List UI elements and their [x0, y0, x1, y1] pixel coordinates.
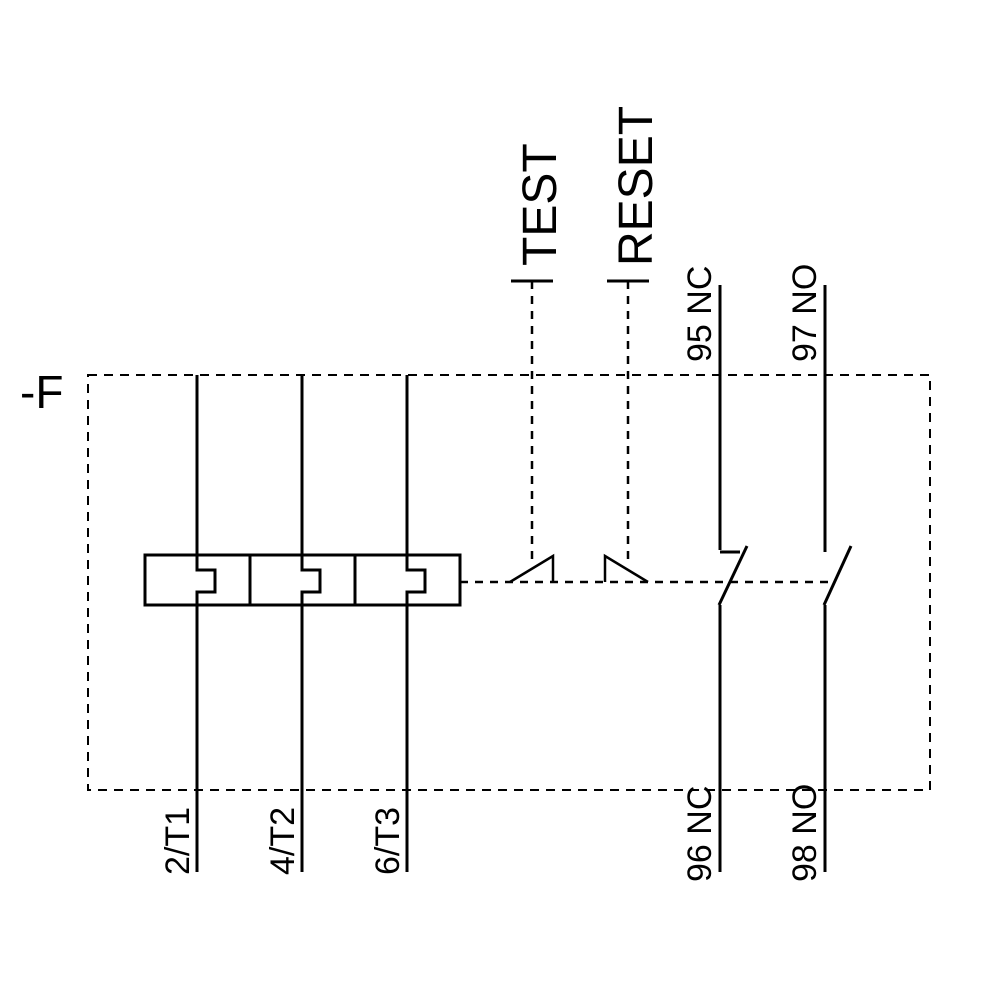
reset-actuator-icon — [603, 553, 649, 584]
aux-contact-nc: 95 NC 96 NC — [681, 266, 749, 882]
reset-label: RESET — [610, 106, 663, 266]
device-boundary — [87, 374, 931, 791]
test-button: TEST — [509, 143, 567, 584]
pole-T1-conductor — [195, 375, 217, 872]
reset-button: RESET — [603, 106, 663, 584]
terminal-97NO-label: 97 NO — [786, 264, 824, 362]
terminal-6T3-label: 6/T3 — [369, 807, 407, 875]
terminal-95NC-label: 95 NC — [681, 266, 719, 362]
pole-T3-conductor — [405, 375, 427, 872]
pole-T2-conductor — [300, 375, 322, 872]
pole-T2: 4/T2 — [264, 375, 322, 875]
test-actuator-icon — [509, 553, 555, 584]
thermal-element-block — [143, 553, 462, 607]
pole-T1: 2/T1 — [159, 375, 217, 875]
nc-moving-contact — [717, 545, 749, 606]
no-moving-contact — [822, 545, 853, 606]
terminal-96NC-label: 96 NC — [681, 786, 719, 882]
test-label: TEST — [514, 143, 567, 266]
terminal-4T2-label: 4/T2 — [264, 807, 302, 875]
device-label: -F — [20, 366, 63, 418]
pole-T3: 6/T3 — [369, 375, 427, 875]
aux-contact-no: 97 NO 98 NO — [786, 264, 853, 882]
terminal-98NO-label: 98 NO — [786, 784, 824, 882]
terminal-2T1-label: 2/T1 — [159, 807, 197, 875]
thermal-block-outline — [143, 553, 462, 607]
